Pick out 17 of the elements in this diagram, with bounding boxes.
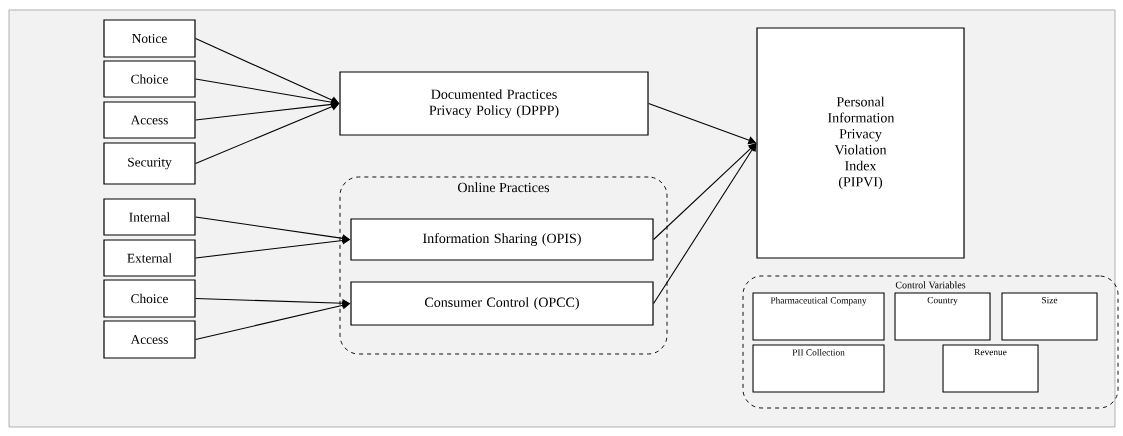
variable-box: Size [1001, 292, 1098, 341]
factor-box: Internal [103, 198, 196, 236]
variable-box: Country [894, 292, 991, 341]
variable-box: Pharmaceutical Company [752, 292, 885, 341]
variable-box: Revenue [942, 344, 1039, 393]
factor-box: Choice [103, 60, 196, 98]
factor-box: Access [103, 101, 196, 139]
factor-box: Notice [103, 19, 196, 58]
factor-box: Access [103, 320, 196, 359]
factor-box: External [103, 239, 196, 277]
construct-box: Consumer Control (OPCC) [350, 281, 654, 326]
factor-box: Choice [103, 279, 196, 318]
construct-box: Information Sharing (OPIS) [350, 218, 654, 261]
construct-box: Personal Information Privacy Violation Index (PIPVI) [756, 27, 965, 259]
variable-box: PII Collection [752, 344, 885, 393]
construct-box: Documented Practices Privacy Policy (DPPP) [339, 71, 649, 136]
factor-box: Security [103, 142, 196, 185]
